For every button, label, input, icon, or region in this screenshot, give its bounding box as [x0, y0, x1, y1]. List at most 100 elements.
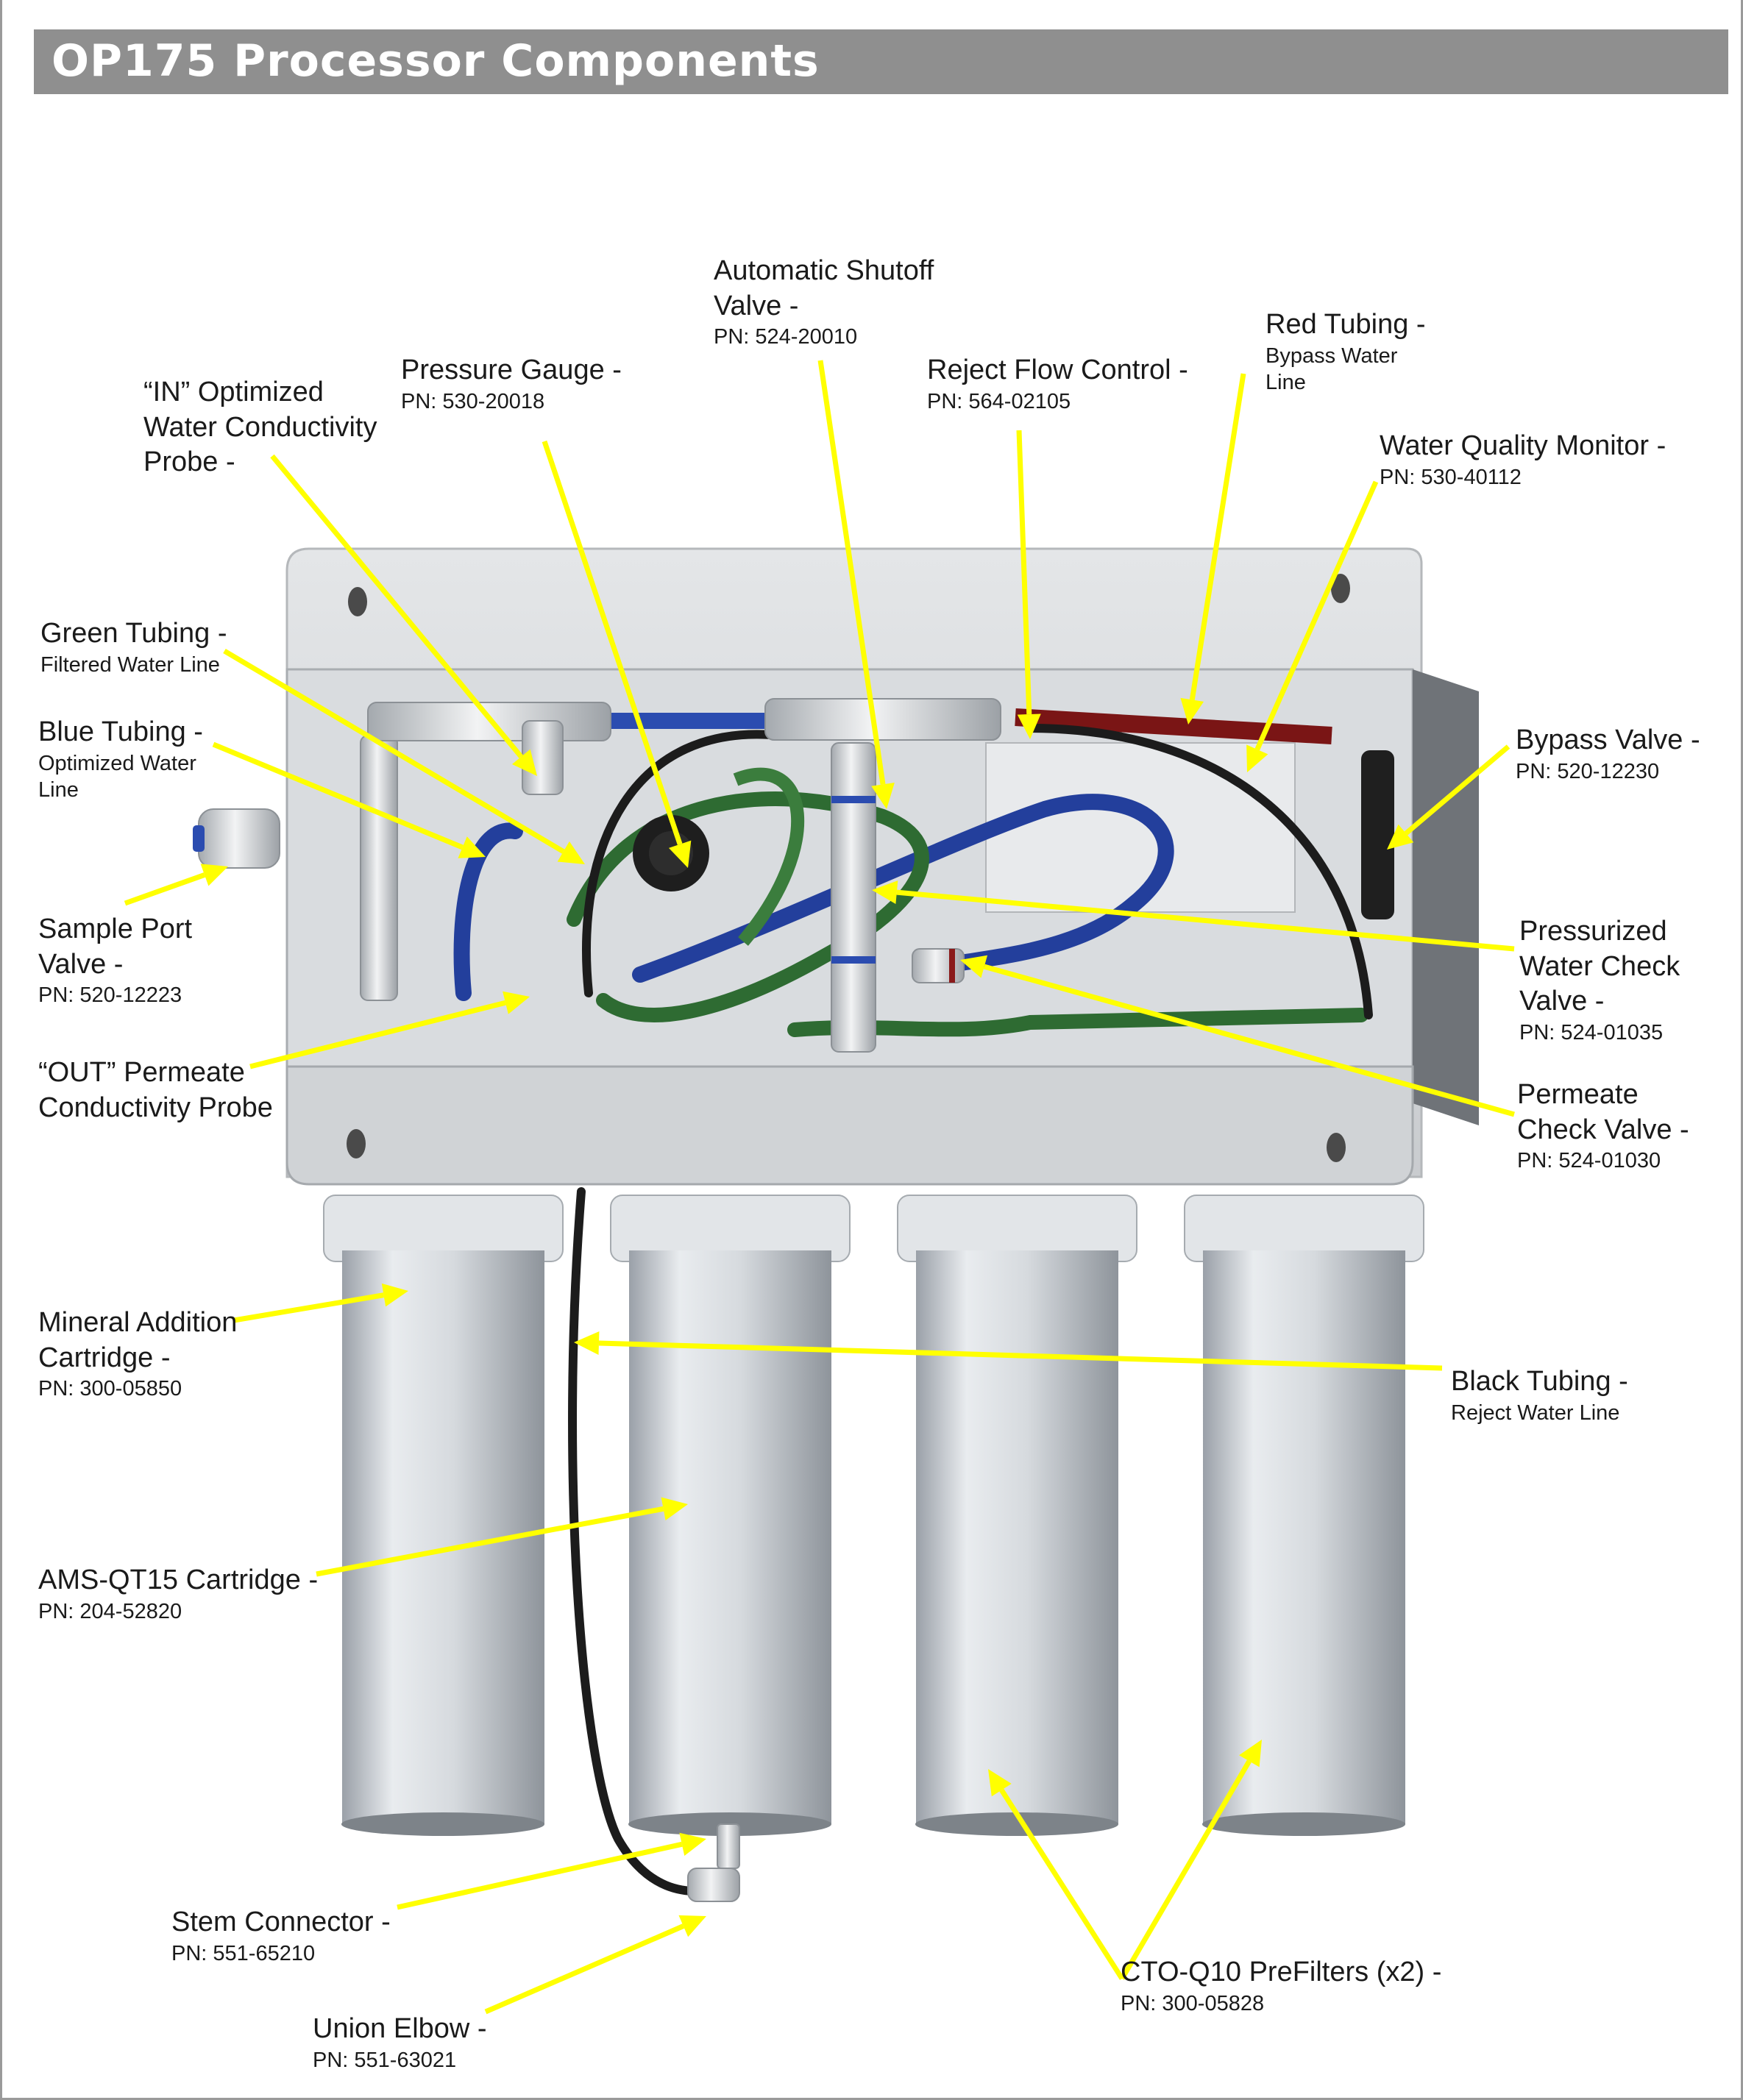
leader-line — [249, 1000, 506, 1069]
callout-out-permeate-probe: “OUT” Permeate Conductivity Probe — [38, 1056, 273, 1125]
leader-line — [1189, 373, 1246, 700]
fitting — [764, 698, 1001, 741]
part-number: PN: 551-65210 — [171, 1941, 316, 1965]
callout-name: Green Tubing - — [40, 618, 227, 649]
title-bar: OP175 Processor Components — [34, 29, 1728, 94]
arrowhead — [458, 836, 486, 858]
callout-cto-q10-prefilters: CTO-Q10 PreFilters (x2) - PN: 300-05828 — [1121, 1955, 1441, 2017]
part-number: PN: 520-12230 — [1516, 759, 1660, 783]
part-number: PN: 530-20018 — [401, 389, 545, 413]
callout-in-conductivity-probe: “IN” Optimized Water Conductivity Probe … — [143, 375, 377, 480]
keyhole-slot — [1331, 574, 1350, 603]
arrowhead — [1246, 744, 1268, 772]
cartridge-cto-q10-1 — [897, 1195, 1137, 1836]
leader-line — [484, 1923, 685, 2015]
callout-name: Bypass Valve - — [1516, 725, 1700, 755]
arrowhead — [200, 864, 228, 886]
arrowhead — [960, 955, 988, 978]
part-number: PN: 520-12223 — [38, 983, 182, 1007]
callout-name: Permeate Check Valve - — [1517, 1079, 1689, 1145]
check-valve-body — [912, 948, 965, 983]
arrowhead — [1239, 1740, 1262, 1768]
part-number: PN: 300-05850 — [38, 1377, 182, 1400]
callout-name: Black Tubing - — [1451, 1366, 1628, 1397]
part-number: PN: 524-01030 — [1517, 1149, 1661, 1172]
fitting — [360, 735, 398, 1001]
callout-name: Pressurized Water Check Valve - — [1519, 916, 1680, 1017]
part-number: PN: 204-52820 — [38, 1599, 182, 1623]
callout-name: Pressure Gauge - — [401, 355, 622, 385]
callout-black-tubing: Black Tubing - Reject Water Line — [1451, 1364, 1628, 1426]
callout-green-tubing: Green Tubing - Filtered Water Line — [40, 616, 227, 678]
red-tubing-line — [1015, 708, 1332, 744]
leader-line — [896, 889, 1515, 952]
leader-line — [598, 1340, 1443, 1371]
leader-line — [316, 1506, 664, 1577]
leader-line — [1119, 1759, 1252, 1980]
arrowhead — [381, 1283, 408, 1307]
callout-sample-port-valve: Sample Port Valve - PN: 520-12223 — [38, 912, 192, 1008]
callout-name: “OUT” Permeate Conductivity Probe — [38, 1057, 273, 1123]
callout-name: Red Tubing - — [1265, 309, 1426, 340]
arrowhead — [872, 880, 898, 905]
callout-name: Stem Connector - — [171, 1907, 391, 1937]
cartridge-mineral-addition — [323, 1195, 564, 1836]
fitting — [831, 742, 876, 1053]
page-title: OP175 Processor Components — [52, 35, 820, 87]
side-housing — [1413, 669, 1479, 1125]
callout-mineral-addition-cartridge: Mineral Addition Cartridge - PN: 300-058… — [38, 1306, 237, 1402]
monitor-window — [985, 742, 1296, 913]
part-number: PN: 564-02105 — [927, 389, 1071, 413]
arrowhead — [988, 1769, 1012, 1797]
callout-name: Blue Tubing - — [38, 716, 203, 747]
keyhole-slot — [348, 587, 367, 616]
leader-line — [212, 741, 464, 850]
bypass-valve-body — [1361, 750, 1394, 919]
leader-line — [223, 648, 565, 854]
callout-name: Sample Port Valve - — [38, 914, 193, 980]
callout-name: “IN” Optimized Water Conductivity Probe … — [143, 377, 377, 477]
arrowhead — [871, 783, 895, 809]
part-number: PN: 551-63021 — [313, 2048, 457, 2072]
callout-arrows — [124, 360, 1515, 2015]
arrowhead — [511, 749, 537, 776]
leader-line — [1404, 744, 1511, 836]
part-number: Optimized Water Line — [38, 751, 196, 802]
callout-name: CTO-Q10 PreFilters (x2) - — [1121, 1957, 1442, 1987]
arrowhead — [679, 1832, 706, 1856]
arrowhead — [668, 840, 692, 868]
part-number: PN: 524-20010 — [714, 325, 858, 349]
part-number: PN: 524-01035 — [1519, 1020, 1664, 1044]
leader-line — [1016, 430, 1032, 715]
leader-line — [124, 872, 206, 906]
callout-water-quality-monitor: Water Quality Monitor - PN: 530-40112 — [1380, 429, 1666, 491]
leader-line — [233, 1292, 385, 1323]
callout-name: Automatic Shutoff Valve - — [714, 255, 934, 321]
callout-stem-connector: Stem Connector - PN: 551-65210 — [171, 1905, 391, 1967]
leader-line — [542, 440, 683, 845]
arrowhead — [574, 1331, 600, 1356]
callout-name: Water Quality Monitor - — [1380, 430, 1666, 461]
arrowhead — [661, 1497, 688, 1521]
callout-red-tubing: Red Tubing - Bypass Water Line — [1265, 307, 1426, 396]
callout-name: Mineral Addition Cartridge - — [38, 1307, 238, 1373]
stem-connector-part — [717, 1823, 740, 1869]
keyhole-slot — [1327, 1133, 1346, 1162]
callout-bypass-valve: Bypass Valve - PN: 520-12230 — [1516, 723, 1700, 785]
part-number: Reject Water Line — [1451, 1400, 1620, 1425]
cartridge-ams-qt15 — [610, 1195, 851, 1836]
callout-blue-tubing: Blue Tubing - Optimized Water Line — [38, 715, 203, 803]
callout-automatic-shutoff-valve: Automatic Shutoff Valve - PN: 524-20010 — [714, 254, 934, 350]
green-tubing-line — [733, 767, 805, 946]
callout-permeate-check-valve: Permeate Check Valve - PN: 524-01030 — [1517, 1078, 1689, 1174]
callout-union-elbow: Union Elbow - PN: 551-63021 — [313, 2012, 487, 2074]
arrowhead — [1387, 824, 1414, 850]
callout-name: AMS-QT15 Cartridge - — [38, 1565, 319, 1595]
keyhole-slot — [347, 1129, 366, 1158]
part-number: PN: 300-05828 — [1121, 1991, 1265, 2015]
leader-line — [397, 1841, 683, 1910]
part-number: PN: 530-40112 — [1380, 465, 1522, 489]
part-number: Filtered Water Line — [40, 652, 220, 677]
cartridge-cto-q10-2 — [1184, 1195, 1424, 1836]
